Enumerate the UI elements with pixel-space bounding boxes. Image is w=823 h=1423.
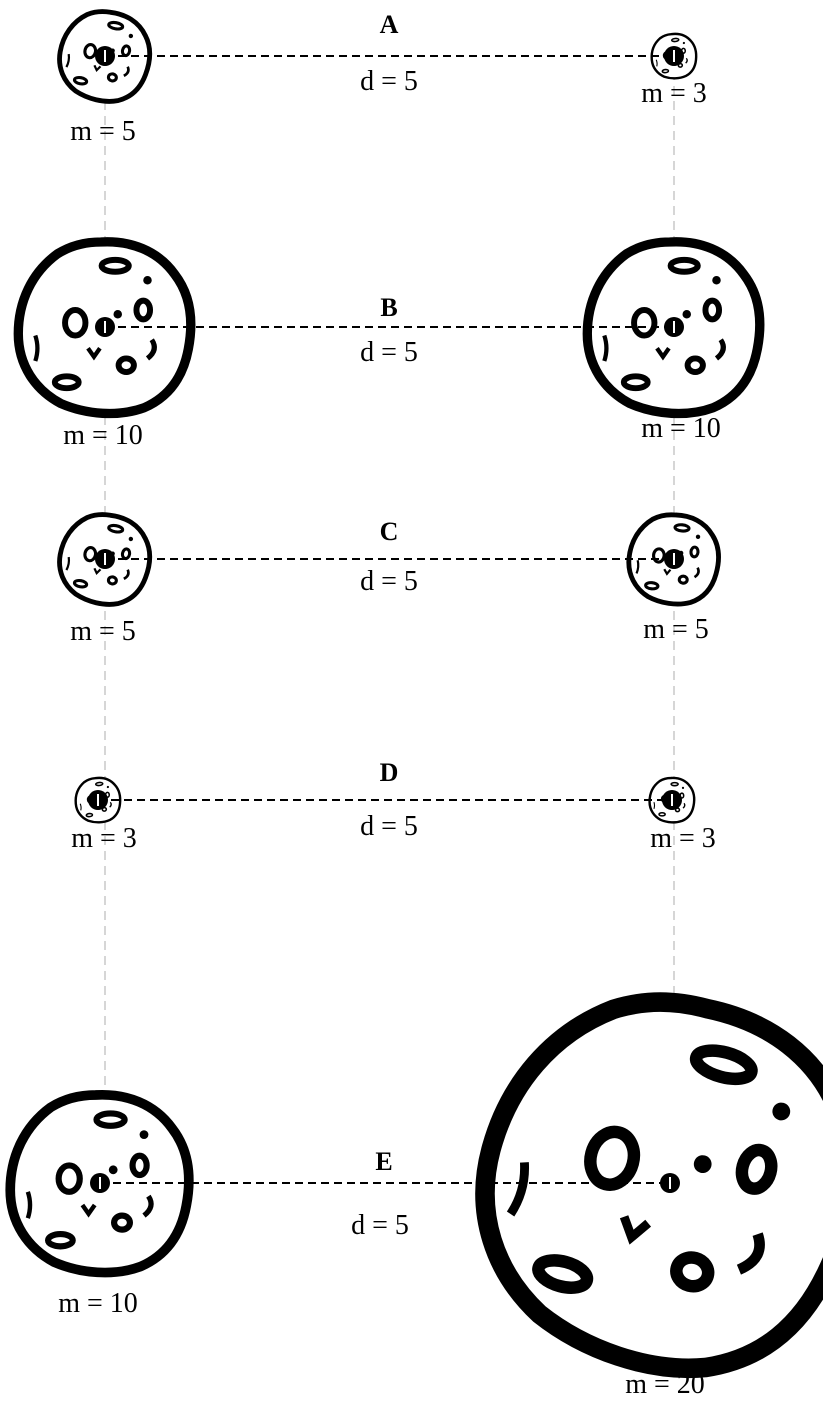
scenario-a: Ad = 5 m = 5 m = 3	[53, 5, 707, 147]
distance-label: d = 5	[360, 566, 418, 597]
scenario-label: B	[380, 293, 397, 322]
right-mass-label: m = 3	[650, 823, 716, 854]
left-mass-label: m = 3	[71, 823, 137, 854]
left-mass-label: m = 10	[58, 1288, 138, 1319]
left-mass-label: m = 5	[70, 616, 136, 647]
scenario-e: Ed = 5 m = 10 m = 20	[10, 964, 823, 1405]
left-mass-label: m = 5	[70, 116, 136, 147]
right-mass-label: m = 5	[643, 614, 709, 645]
right-mass-label: m = 10	[641, 413, 721, 444]
distance-label: d = 5	[351, 1210, 409, 1241]
right-mass-label: m = 20	[625, 1369, 705, 1400]
scenario-c: Cd = 5 m = 5 m = 5	[53, 508, 722, 647]
left-mass-label: m = 10	[63, 420, 143, 451]
distance-label: d = 5	[360, 66, 418, 97]
scenario-d: Dd = 5 m = 3 m = 3	[71, 758, 716, 854]
right-asteroid	[448, 964, 823, 1405]
scenario-label: E	[375, 1147, 392, 1176]
scenario-b: Bd = 5 m = 10 m = 10	[18, 242, 760, 451]
distance-label: d = 5	[360, 337, 418, 368]
right-mass-label: m = 3	[641, 78, 707, 109]
scenario-label: A	[380, 10, 399, 39]
scenario-label: C	[380, 517, 399, 546]
distance-label: d = 5	[360, 811, 418, 842]
scenario-label: D	[380, 758, 399, 787]
